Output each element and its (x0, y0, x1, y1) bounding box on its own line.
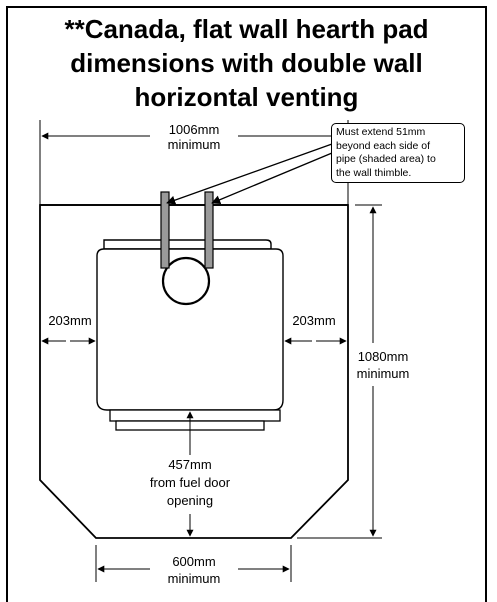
title-line-2: dimensions with double wall (70, 48, 423, 78)
front-line-2: from fuel door (150, 475, 231, 490)
front-line-3: opening (167, 493, 213, 508)
stove-base-upper (109, 409, 281, 422)
bottom-width-qualifier: minimum (168, 571, 221, 586)
callout-note: Must extend 51mm beyond each side of pip… (331, 123, 465, 183)
bottom-width-value: 600mm (172, 554, 215, 569)
top-width-value: 1006mm (169, 122, 220, 137)
callout-arrow-left (166, 143, 333, 205)
pipe-right-shade (204, 191, 214, 269)
top-width-qualifier: minimum (168, 137, 221, 152)
callout-line-4: the wall thimble. (336, 166, 412, 179)
title-line-1: **Canada, flat wall hearth pad (64, 14, 429, 44)
callout-line-2: beyond each side of (336, 139, 430, 152)
pipe-left-shade (160, 191, 170, 269)
left-clearance-value: 203mm (48, 313, 91, 328)
front-value: 457mm (168, 457, 211, 472)
flue-collar (161, 256, 211, 306)
right-clearance-value: 203mm (292, 313, 335, 328)
title-line-3: horizontal venting (134, 82, 359, 112)
depth-qualifier: minimum (357, 366, 410, 381)
stove-top-plate (103, 239, 272, 250)
depth-value: 1080mm (358, 349, 409, 364)
figure-border (6, 6, 487, 602)
callout-line-3: pipe (shaded area) to (336, 153, 436, 165)
callout-arrow-right (211, 152, 333, 205)
callout-line-1: Must extend 51mm (336, 126, 426, 138)
